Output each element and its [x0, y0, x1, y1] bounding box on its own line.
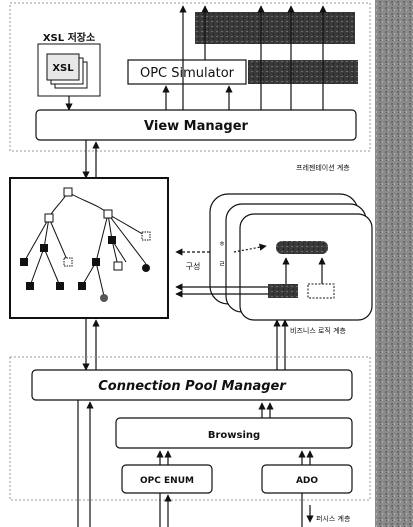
opc-enum-box	[121, 464, 213, 494]
ui-screen-block-right	[248, 60, 358, 84]
object-tree-nodes	[20, 187, 151, 302]
business-component-stack	[209, 193, 373, 321]
compose-arrows	[175, 243, 268, 298]
component-internal-arrows	[282, 257, 326, 284]
tree-connection-arrows	[82, 318, 100, 371]
component-node-right	[307, 283, 335, 299]
view-tree-arrows	[82, 140, 100, 179]
component-node-top	[276, 241, 328, 254]
presentation-layer-label: 프레젠테이션 계층	[296, 163, 350, 172]
compose-symbol-top: ㅎ	[219, 240, 225, 248]
view-manager-label: View Manager	[144, 119, 249, 134]
xsl-document-icon	[46, 53, 80, 81]
business-layer-label: 비즈니스 로직 계층	[290, 326, 347, 335]
xsl-doc-label: XSL	[52, 63, 74, 74]
view-manager-box	[35, 109, 357, 141]
ui-screen-block-top	[195, 12, 355, 44]
xsl-store-title: XSL 저장소	[43, 31, 95, 44]
component-node-left	[268, 284, 298, 298]
object-tree-panel	[9, 177, 169, 319]
opc-simulator-box	[127, 59, 247, 85]
opc-simulator-label: OPC Simulator	[140, 66, 235, 81]
browsing-label: Browsing	[208, 430, 260, 441]
browsing-box	[115, 417, 353, 449]
persistence-layer-label: 퍼시스 계층	[316, 514, 351, 523]
right-sidebar-strip	[375, 0, 413, 527]
ado-box	[261, 464, 353, 494]
view-manager-upward-arrows	[162, 5, 327, 110]
presentation-layer-box	[9, 2, 371, 152]
enum-ado-arrows	[156, 450, 314, 465]
connection-pool-manager-box	[31, 369, 353, 401]
compose-symbol-bottom: ㄹ	[219, 260, 225, 268]
business-connection-arrows	[273, 319, 289, 370]
browsing-to-pool-arrows	[258, 402, 274, 418]
bottom-arrows	[77, 400, 314, 527]
opc-enum-label: OPC ENUM	[140, 476, 194, 486]
persistence-layer-box	[9, 356, 371, 501]
ado-label: ADO	[296, 476, 318, 486]
xsl-store: XSL 저장소 XSL	[37, 31, 101, 111]
compose-label: 구성	[186, 262, 201, 271]
connection-pool-manager-label: Connection Pool Manager	[98, 379, 287, 394]
